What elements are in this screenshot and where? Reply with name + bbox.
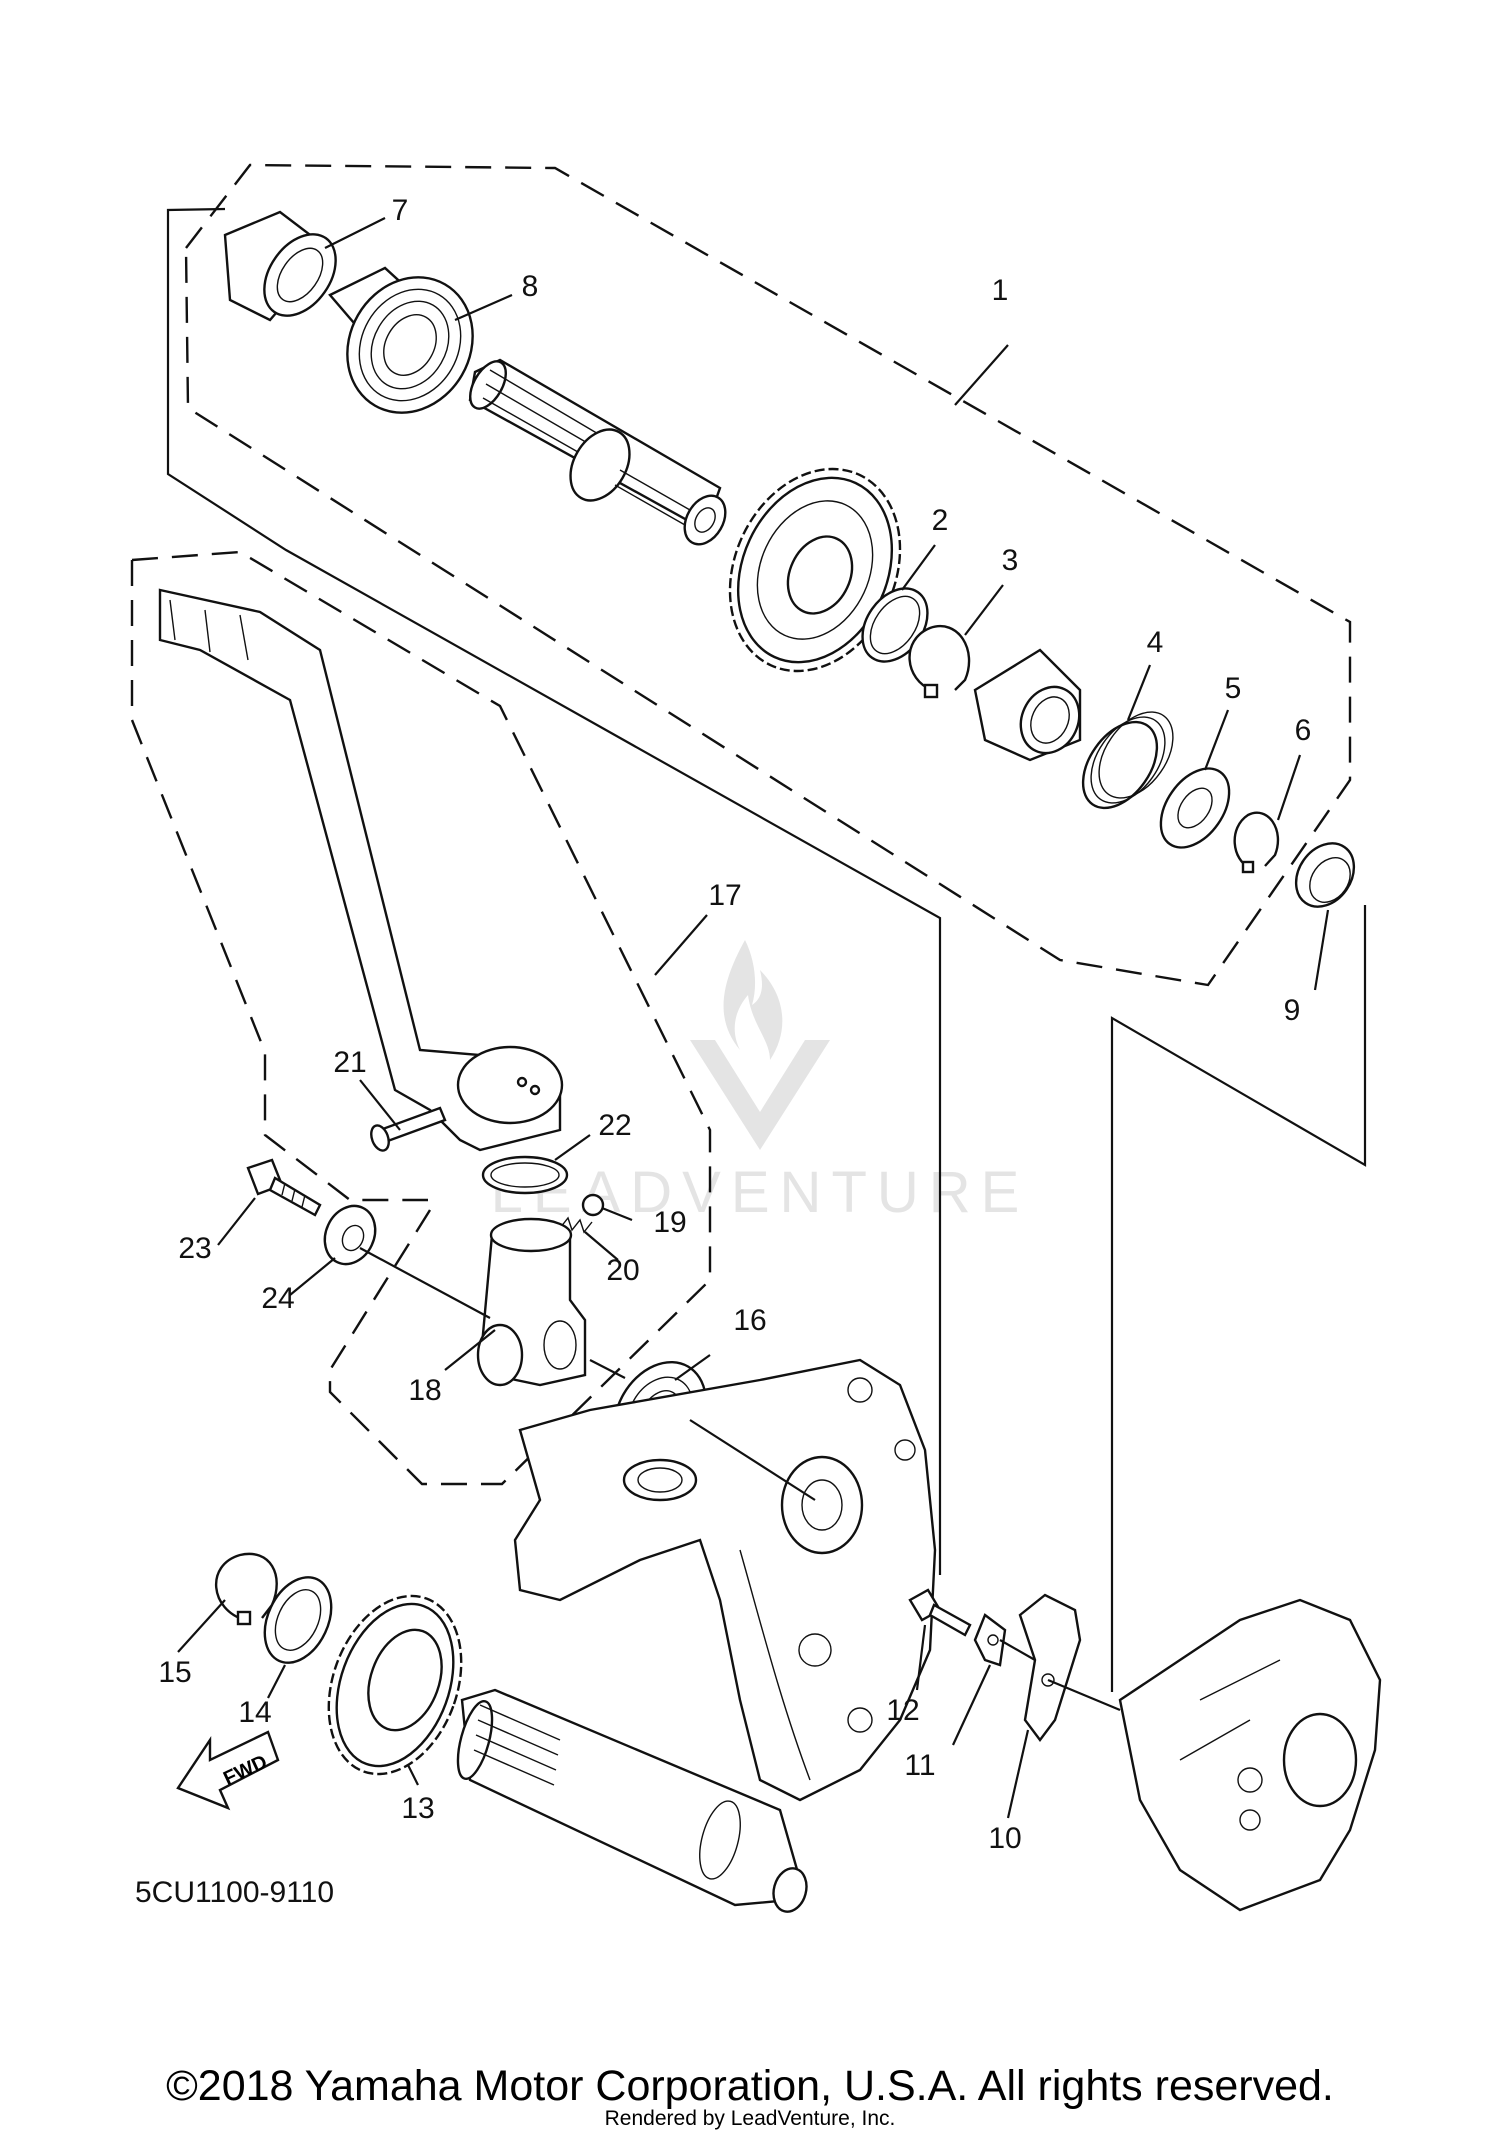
callout-23: 23	[178, 1232, 211, 1265]
part-12-bolt	[908, 1588, 972, 1637]
callout-6: 6	[1295, 714, 1312, 747]
part-7-bush	[223, 210, 337, 322]
part-14-washer	[263, 1576, 333, 1664]
callout-24: 24	[261, 1282, 294, 1315]
engine-case-right	[1118, 1598, 1382, 1912]
frame-right-bracket	[1110, 905, 1367, 1692]
solid-frame-lines	[166, 207, 1367, 1692]
assembly-1-boundary	[184, 163, 1352, 987]
callout-8: 8	[522, 270, 539, 303]
part-5-washer	[1159, 767, 1231, 849]
part-20-spring	[559, 1216, 593, 1234]
part-3-circlip	[908, 625, 971, 699]
watermark-text: LEADVENTURE	[491, 1160, 1030, 1225]
dashed-boundaries	[130, 163, 1352, 1486]
callout-16: 16	[733, 1304, 766, 1337]
callout-2: 2	[932, 504, 949, 537]
part-23-bolt	[246, 1158, 322, 1217]
kick-shaft	[468, 358, 727, 546]
callout-19: 19	[653, 1206, 686, 1239]
watermark-flame-icon	[723, 940, 783, 1060]
callout-15: 15	[158, 1656, 191, 1689]
callout-12: 12	[886, 1694, 919, 1727]
part-9-washer	[1294, 842, 1356, 908]
part-19-ball	[581, 1193, 605, 1217]
part-13-idler-gear	[327, 1594, 463, 1776]
callout-17: 17	[708, 879, 741, 912]
part-2-washer	[861, 587, 929, 663]
callout-10: 10	[988, 1822, 1021, 1855]
frame-upper-left	[166, 207, 942, 1575]
callout-4: 4	[1147, 626, 1164, 659]
callout-20: 20	[606, 1254, 639, 1287]
assembly-17-boundary-upper	[130, 560, 428, 1202]
part-17-kick-crank	[158, 588, 564, 1152]
crankcase-cover	[513, 1358, 937, 1802]
callout-22: 22	[598, 1109, 631, 1142]
leader-lines	[177, 217, 1330, 1819]
callout-11: 11	[904, 1749, 935, 1782]
callout-13: 13	[401, 1792, 434, 1825]
part-4-compression-spring	[1081, 711, 1174, 810]
ratchet	[973, 648, 1082, 762]
callout-18: 18	[408, 1374, 441, 1407]
callout-5: 5	[1225, 672, 1242, 705]
rendered-by-notice: Rendered by LeadVenture, Inc.	[604, 2107, 896, 2130]
part-10-stopper	[1018, 1593, 1082, 1742]
part-8-torsion-spring	[328, 266, 474, 414]
diagram-code: 5CU1100-9110	[135, 1876, 334, 1909]
part-21-screw	[370, 1106, 447, 1152]
callout-21: 21	[333, 1046, 366, 1079]
part-22-o-ring	[481, 1155, 569, 1195]
main-axle	[456, 1688, 808, 1913]
callout-labels: 1 2 3 4 5 6 7 8 9 10 11 12 13 14 15 16 1…	[158, 194, 1311, 1855]
callout-1: 1	[992, 274, 1009, 307]
leadventure-watermark: LEADVENTURE	[491, 940, 1030, 1225]
copyright-notice: ©2018 Yamaha Motor Corporation, U.S.A. A…	[166, 2062, 1334, 2110]
part-11-plate	[973, 1613, 1007, 1667]
watermark-v-icon	[690, 1040, 830, 1150]
part-18-kick-boss	[476, 1217, 587, 1387]
callout-3: 3	[1002, 544, 1019, 577]
assembly-17-boundary-outer	[131, 550, 712, 1486]
callout-7: 7	[392, 194, 409, 227]
fwd-arrow: FWD	[176, 1730, 280, 1811]
kick-gear	[728, 467, 902, 673]
part-24-washer	[323, 1204, 377, 1266]
part-6-circlip	[1233, 811, 1280, 874]
callout-14: 14	[238, 1696, 271, 1729]
callout-9: 9	[1284, 994, 1301, 1027]
